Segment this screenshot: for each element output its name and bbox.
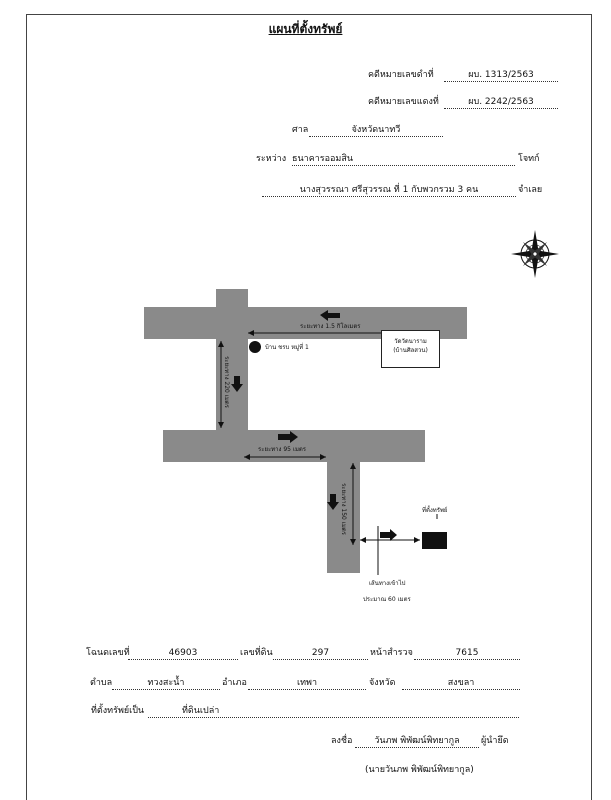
property-label: ที่ตั้งทรัพย์ — [422, 507, 448, 514]
arrow-down-icon — [231, 376, 243, 392]
plaintiff-role: โจทก์ — [518, 154, 540, 164]
between-label: ระหว่าง — [256, 154, 287, 164]
road-left-distance: ระยะทาง 220 เมตร — [222, 356, 230, 408]
court-value: จังหวัดนาทวี — [309, 125, 443, 137]
deed-value: 46903 — [128, 648, 238, 660]
road-middle-distance: ระยะทาง 95 เมตร — [258, 446, 307, 453]
black-case-label: คดีหมายเลขดำที่ — [368, 70, 434, 80]
district-value: เทพา — [248, 678, 366, 690]
sign-value: วันภพ พิพัฒน์พิทยากูล — [355, 736, 479, 748]
survey-value: 7615 — [414, 648, 520, 660]
village-label: บ้าน ชรบ หมู่ที่ 1 — [265, 344, 309, 351]
road-bottom-distance: ระยะทาง 150 เมตร — [339, 483, 347, 535]
plaintiff-value: ธนาคารออมสิน — [292, 154, 515, 166]
district-label: อำเภอ — [222, 678, 247, 688]
printed-name: (นายวันภพ พิพัฒน์พิทยากูล) — [365, 765, 474, 775]
property-marker — [422, 532, 447, 549]
temple-name: วัดวัดนาราม — [394, 338, 427, 345]
arrow-down-icon — [327, 494, 339, 510]
document-page — [26, 14, 592, 800]
arrow-left-icon — [320, 310, 340, 321]
subdistrict-value: ทวงสะน้ำ — [112, 678, 220, 690]
black-case-value: ผบ. 1313/2563 — [444, 70, 558, 82]
land-no-label: เลขที่ดิน — [240, 648, 273, 658]
defendant-value: นางสุวรรณา ศรีสุวรรณ ที่ 1 กับพวกรวม 3 ค… — [262, 185, 516, 197]
subdistrict-label: ตำบล — [90, 678, 113, 688]
arrow-right-icon — [278, 431, 298, 443]
sign-role: ผู้นำยึด — [481, 736, 509, 746]
walkway-distance: ประมาณ 60 เมตร — [363, 596, 411, 603]
road-top-distance: ระยะทาง 1.5 กิโลเมตร — [300, 323, 361, 330]
temple-subname: (บ้านศิลสวน) — [393, 347, 428, 354]
temple-box: วัดวัดนาราม (บ้านศิลสวน) — [381, 330, 440, 368]
walkway-label: เส้นทางเข้าไป — [369, 580, 406, 587]
defendant-role: จำเลย — [518, 185, 543, 195]
deed-label: โฉนดเลขที่ — [86, 648, 130, 658]
arrow-right-icon — [380, 529, 397, 541]
village-marker-icon — [249, 341, 261, 353]
road-bottom-vertical — [327, 460, 360, 573]
survey-label: หน้าสำรวจ — [370, 648, 413, 658]
document-title: แผนที่ตั้งทรัพย์ — [268, 22, 343, 36]
red-case-value: ผบ. 2242/2563 — [444, 97, 558, 109]
property-type-label: ที่ตั้งทรัพย์เป็น — [91, 706, 145, 716]
sign-label: ลงชื่อ — [331, 736, 353, 746]
province-value: สงขลา — [402, 678, 520, 690]
road-top-stub — [216, 289, 248, 309]
court-label: ศาล — [292, 125, 309, 135]
land-no-value: 297 — [273, 648, 368, 660]
province-label: จังหวัด — [369, 678, 396, 688]
red-case-label: คดีหมายเลขแดงที่ — [368, 97, 439, 107]
property-type-value: ที่ดินเปล่า — [148, 706, 519, 718]
